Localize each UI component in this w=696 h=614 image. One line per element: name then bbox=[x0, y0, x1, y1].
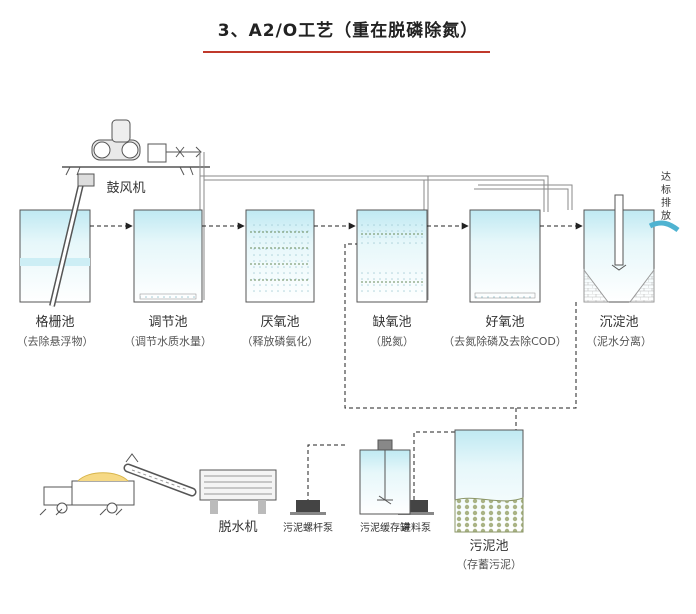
dewatering-machine bbox=[199, 469, 277, 514]
blower-label: 鼓风机 bbox=[106, 181, 145, 196]
feed-pump-label: 进料泵 bbox=[401, 521, 431, 534]
title-underline bbox=[203, 51, 490, 53]
discharge-char-3: 排 bbox=[661, 196, 671, 209]
sludge-tank-desc: （存蓄污泥） bbox=[456, 557, 522, 571]
unit-4-desc: （脱氮） bbox=[370, 334, 414, 348]
unit-2-desc: （调节水质水量） bbox=[124, 335, 212, 348]
tank-anoxic bbox=[356, 209, 428, 303]
tank-equalization bbox=[133, 209, 203, 303]
buffer-tank bbox=[359, 439, 411, 515]
page-title: 3、A2/O工艺（重在脱磷除氮） bbox=[217, 21, 479, 41]
tank-sedimentation bbox=[583, 194, 680, 303]
air-pipes bbox=[199, 152, 573, 300]
unit-2-name: 调节池 bbox=[148, 315, 187, 330]
buffer-tank-label: 污泥缓存罐 bbox=[360, 521, 410, 534]
unit-5-name: 好氧池 bbox=[485, 315, 524, 330]
tank-aerobic bbox=[469, 209, 541, 303]
tank-sludge bbox=[454, 429, 524, 533]
unit-1-desc: （去除悬浮物） bbox=[17, 334, 94, 348]
unit-5-desc: （去氮除磷及去除COD） bbox=[443, 334, 567, 348]
unit-3-name: 厌氧池 bbox=[260, 315, 299, 330]
unit-6-name: 沉淀池 bbox=[599, 315, 638, 330]
unit-6-desc: （泥水分离） bbox=[586, 334, 652, 348]
discharge-char-4: 放 bbox=[661, 209, 671, 222]
conveyor bbox=[123, 453, 197, 497]
screw-pump-label: 污泥螺杆泵 bbox=[283, 521, 333, 534]
truck bbox=[39, 472, 135, 516]
screw-pump bbox=[290, 500, 326, 515]
unit-4-name: 缺氧池 bbox=[372, 315, 411, 330]
tank-anaerobic bbox=[245, 209, 315, 303]
tank-grid bbox=[19, 173, 95, 307]
unit-3-desc: （释放磷氨化） bbox=[242, 334, 319, 348]
discharge-char-1: 达 bbox=[661, 171, 671, 183]
sludge-tank-name: 污泥池 bbox=[469, 539, 508, 554]
dewater-label: 脱水机 bbox=[218, 520, 257, 535]
discharge-char-2: 标 bbox=[661, 184, 671, 196]
unit-1-name: 格栅池 bbox=[35, 314, 74, 330]
blower bbox=[62, 119, 210, 176]
